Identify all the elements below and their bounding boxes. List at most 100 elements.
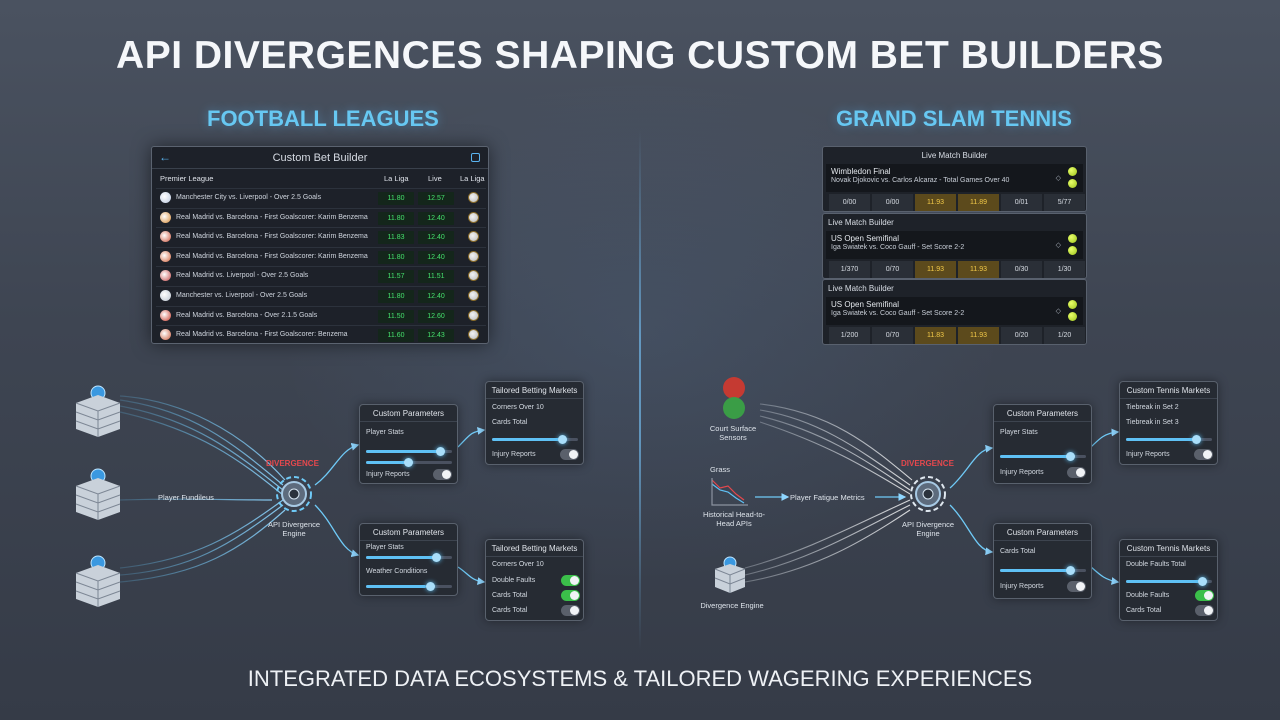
injury-reports-toggle[interactable] xyxy=(1067,467,1086,478)
engine-label: API Divergence Engine xyxy=(901,520,955,538)
odds-button[interactable]: 11.89 xyxy=(958,194,999,211)
parameter-slider[interactable] xyxy=(366,458,452,467)
market-label: Double Faults Total xyxy=(1126,561,1186,568)
market-slider[interactable] xyxy=(1126,435,1212,444)
odds-button[interactable]: 11.93 xyxy=(915,261,956,278)
odds-button[interactable]: 0/70 xyxy=(872,327,913,344)
market-label: Double Faults xyxy=(1126,592,1170,599)
team-logo-icon xyxy=(160,309,171,321)
bet-row[interactable]: Manchester City vs. Liverpool - Over 2.5… xyxy=(156,188,486,206)
odds-button[interactable]: 11.50 xyxy=(378,309,414,323)
param-label: Player Stats xyxy=(1000,429,1038,436)
odds-button[interactable]: 11.93 xyxy=(915,194,956,211)
bet-description: Manchester City vs. Liverpool - Over 2.5… xyxy=(176,194,322,201)
player-stats-slider[interactable] xyxy=(366,553,452,562)
player-stats-slider[interactable] xyxy=(366,447,452,456)
odds-button[interactable]: 1/20 xyxy=(1044,327,1085,344)
param-label: Injury Reports xyxy=(1000,469,1044,476)
club-crest-icon xyxy=(468,309,479,321)
market-label: Cards Total xyxy=(492,592,528,599)
bet-builder-header: ← Custom Bet Builder xyxy=(152,147,488,169)
player-stats-slider[interactable] xyxy=(1000,452,1086,461)
injury-reports-toggle[interactable] xyxy=(1194,449,1213,460)
cards-total-toggle[interactable] xyxy=(1195,605,1214,616)
column-headers: Premier League La Liga Live La Liga xyxy=(152,169,488,187)
bet-row[interactable]: Manchester vs. Liverpool - Over 2.5 Goal… xyxy=(156,286,486,304)
double-faults-toggle[interactable] xyxy=(561,575,580,586)
match-market: Novak Djokovic vs. Carlos Alcaraz - Tota… xyxy=(831,177,1010,184)
bet-row[interactable]: Real Madrid vs. Barcelona - First Goalsc… xyxy=(156,325,486,343)
footer-title: INTEGRATED DATA ECOSYSTEMS & TAILORED WA… xyxy=(247,666,1033,691)
bet-row[interactable]: Real Madrid vs. Barcelona - First Goalsc… xyxy=(156,227,486,245)
cards-total-slider[interactable] xyxy=(1000,566,1086,575)
odds-button[interactable]: 1/370 xyxy=(829,261,870,278)
odds-button[interactable]: 11.51 xyxy=(418,270,454,284)
odds-button[interactable]: 0/70 xyxy=(872,261,913,278)
court-sensor-icon xyxy=(718,377,750,426)
param-label: Player Stats xyxy=(366,544,404,551)
injury-reports-toggle[interactable] xyxy=(1067,581,1086,592)
bet-row[interactable]: Real Madrid vs. Barcelona - First Goalsc… xyxy=(156,207,486,226)
market-label: Cards Total xyxy=(492,607,528,614)
column-header: Premier League xyxy=(160,174,214,183)
odds-button[interactable]: 5/77 xyxy=(1044,194,1085,211)
odds-button[interactable]: 11.80 xyxy=(378,192,414,205)
odds-button[interactable]: 11.80 xyxy=(378,290,414,303)
injury-reports-toggle[interactable] xyxy=(433,469,452,480)
market-slider[interactable] xyxy=(492,435,578,444)
odds-button[interactable]: 11.93 xyxy=(958,327,999,344)
bet-description: Real Madrid vs. Barcelona - First Goalsc… xyxy=(176,213,368,221)
odds-button[interactable]: 12.43 xyxy=(418,329,454,343)
odds-button[interactable]: 11.57 xyxy=(378,270,414,284)
bet-row[interactable]: Real Madrid vs. Liverpool - Over 2.5 Goa… xyxy=(156,266,486,284)
market-slider[interactable] xyxy=(1126,577,1212,586)
football-heading: FOOTBALL LEAGUES xyxy=(207,106,439,131)
odds-button[interactable]: 1/30 xyxy=(1044,261,1085,278)
cards-total-toggle[interactable] xyxy=(561,590,580,601)
bet-description: Real Madrid vs. Barcelona - Over 2.1.5 G… xyxy=(176,311,318,319)
odds-button[interactable]: 11.83 xyxy=(915,327,956,344)
club-crest-icon xyxy=(468,290,479,301)
team-logo-icon xyxy=(160,290,171,301)
injury-reports-toggle[interactable] xyxy=(560,449,579,460)
odds-button[interactable]: 11.60 xyxy=(378,329,414,343)
odds-button[interactable]: 11.83 xyxy=(378,231,414,245)
cards-total-toggle[interactable] xyxy=(561,605,580,616)
back-arrow-icon[interactable]: ← xyxy=(159,150,171,164)
odds-button[interactable]: 11.80 xyxy=(378,211,414,225)
odds-button[interactable]: 0/00 xyxy=(829,194,870,211)
tennis-ball-icon xyxy=(1068,312,1077,321)
odds-button[interactable]: 11.93 xyxy=(958,261,999,278)
bet-row[interactable]: Real Madrid vs. Barcelona - First Goalsc… xyxy=(156,246,486,265)
odds-button[interactable]: 0/20 xyxy=(1001,327,1042,344)
team-logo-icon xyxy=(160,192,171,203)
column-header: La Liga xyxy=(384,174,409,183)
tennis-ball-icon xyxy=(1068,167,1077,176)
odds-button[interactable]: 12.40 xyxy=(418,290,454,303)
odds-button[interactable]: 11.80 xyxy=(378,250,414,264)
odds-button[interactable]: 1/200 xyxy=(829,327,870,344)
odds-button[interactable]: 0/30 xyxy=(1001,261,1042,278)
odds-button[interactable]: 12.40 xyxy=(418,211,454,225)
server-stack-icon xyxy=(72,385,124,445)
odds-button[interactable]: 12.60 xyxy=(418,309,454,323)
weather-slider[interactable] xyxy=(366,582,452,591)
bet-row[interactable]: Real Madrid vs. Barcelona - Over 2.1.5 G… xyxy=(156,305,486,324)
square-menu-icon[interactable] xyxy=(471,153,480,162)
double-faults-toggle[interactable] xyxy=(1195,590,1214,601)
tailored-betting-markets-panel: Tailored Betting Markets Corners Over 10… xyxy=(485,539,584,621)
odds-button[interactable]: 12.40 xyxy=(418,231,454,245)
tennis-ball-icon xyxy=(1068,246,1077,255)
odds-button[interactable]: 0/01 xyxy=(1001,194,1042,211)
odds-button[interactable]: 0/00 xyxy=(872,194,913,211)
club-crest-icon xyxy=(468,250,479,262)
tennis-heading: GRAND SLAM TENNIS xyxy=(836,106,1072,131)
odds-button[interactable]: 12.57 xyxy=(418,192,454,205)
odds-button[interactable]: 12.40 xyxy=(418,250,454,264)
